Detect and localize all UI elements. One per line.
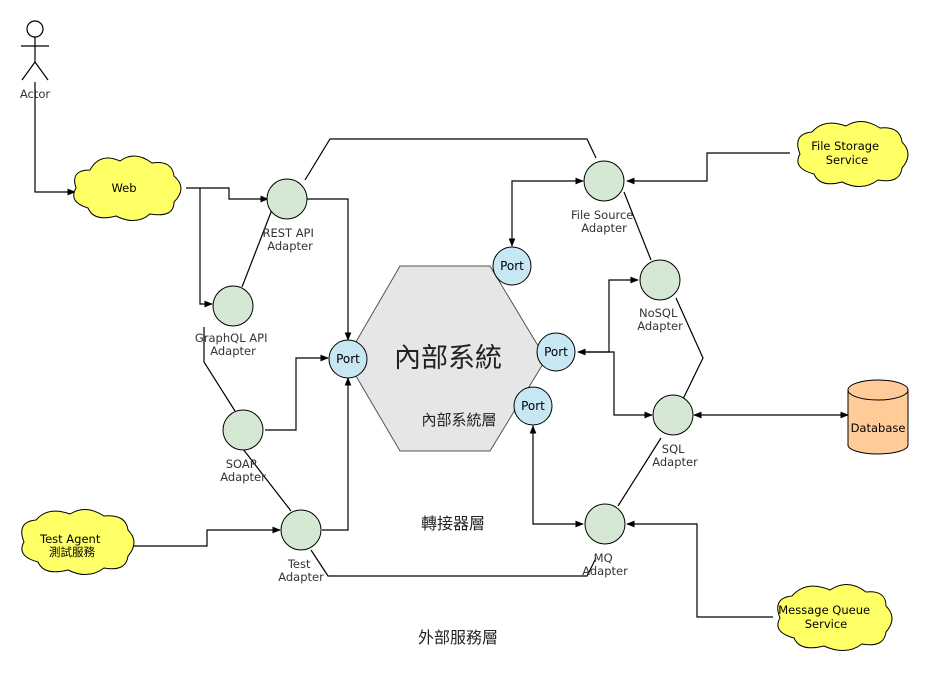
port-to-nosql-connector — [577, 276, 639, 356]
svg-text:Web: Web — [111, 181, 136, 195]
adapter-layer-boundary — [203, 138, 704, 577]
svg-text:Message Queue Service: Message Queue Service — [778, 603, 874, 631]
database-cylinder: Database — [847, 379, 909, 455]
core-subtitle: 內部系統層 — [421, 411, 496, 429]
port-left: Port — [328, 339, 368, 379]
file-storage-to-file-source-connector — [626, 152, 790, 185]
soap-adapter: SOAP Adapter — [220, 409, 266, 484]
rest-api-adapter-label: REST API Adapter — [262, 226, 317, 253]
test-adapter: Test Adapter — [278, 509, 324, 584]
soap-adapter-label: SOAP Adapter — [220, 457, 266, 484]
svg-text:Test Agent 測試服務: Test Agent 測試服務 — [39, 532, 104, 559]
port-right: Port — [536, 332, 576, 372]
graphql-api-adapter: GraphQL API Adapter — [195, 285, 271, 358]
message-queue-cloud: Message Queue Service — [777, 584, 893, 651]
sql-adapter-label: SQL Adapter — [652, 442, 698, 469]
svg-text:Port: Port — [544, 345, 568, 359]
core-title: 內部系統 — [394, 343, 502, 374]
svg-text:Port: Port — [336, 352, 360, 366]
actor-icon — [21, 20, 49, 81]
port-top: Port — [492, 246, 532, 286]
test-agent-to-test-connector — [132, 526, 281, 547]
test-agent-cloud: Test Agent 測試服務 — [21, 509, 135, 575]
mq-adapter-label: MQ Adapter — [582, 551, 628, 578]
sql-adapter: SQL Adapter — [652, 394, 698, 469]
port-to-file-source-connector — [508, 177, 584, 247]
web-to-rest-connector — [186, 187, 269, 203]
actor-label: Actor — [20, 87, 51, 101]
nosql-adapter: NoSQL Adapter — [637, 259, 683, 333]
svg-text:File Storage Service: File Storage Service — [811, 139, 883, 167]
graphql-api-adapter-label: GraphQL API Adapter — [195, 331, 271, 358]
port-to-sql-connector — [578, 351, 653, 419]
soap-to-port-connector — [265, 354, 329, 431]
actor-to-web-connector — [34, 82, 76, 196]
test-adapter-label: Test Adapter — [278, 557, 324, 584]
external-layer-label: 外部服務層 — [418, 628, 498, 647]
svg-text:Port: Port — [500, 259, 524, 273]
file-source-adapter-label: File Source Adapter — [571, 208, 637, 235]
adapter-layer-label: 轉接器層 — [421, 514, 485, 533]
svg-text:Database: Database — [851, 421, 906, 435]
file-source-adapter: File Source Adapter — [571, 160, 637, 235]
port-bottom: Port — [513, 386, 553, 426]
web-cloud: Web — [73, 155, 182, 221]
web-to-graphql-connector — [199, 188, 213, 308]
rest-to-port-connector — [304, 198, 352, 341]
nosql-adapter-label: NoSQL Adapter — [637, 306, 683, 333]
rest-api-adapter: REST API Adapter — [262, 178, 317, 253]
svg-text:Port: Port — [521, 399, 545, 413]
file-storage-cloud: File Storage Service — [797, 121, 909, 187]
connectors — [34, 82, 849, 618]
mq-adapter: MQ Adapter — [582, 503, 628, 578]
message-queue-to-mq-connector — [626, 520, 773, 618]
port-to-mq-connector — [529, 425, 584, 528]
test-to-port-connector — [322, 377, 352, 531]
